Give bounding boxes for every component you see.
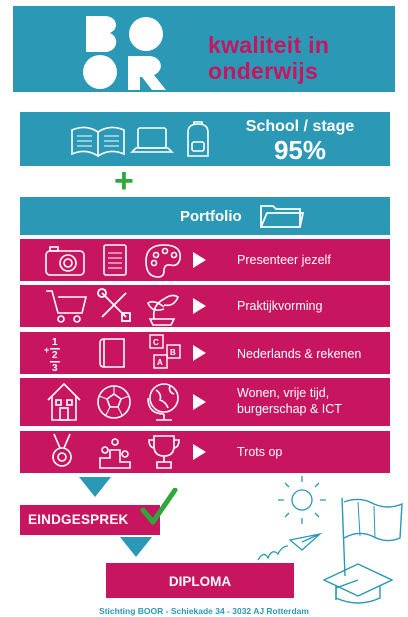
medal-icon [52,433,72,467]
fractions-icon: 1 2 3 + [44,337,60,373]
row-4-arrow-icon [193,394,206,410]
row-2-arrow-icon [193,298,206,314]
plant-icon [147,294,179,326]
portfolio-label: Portfolio [180,208,242,225]
trophy-icon [148,435,180,469]
svg-text:1: 1 [52,337,58,348]
decorations [257,476,403,604]
block-letters-icon: C AB [153,338,176,367]
svg-text:+: + [44,345,49,355]
letter-blocks-icon [149,334,181,369]
book-icon [99,338,125,368]
row-4-label-line-2: burgerschap & ICT [237,402,342,416]
row-2-label: Praktijkvorming [237,299,323,313]
row-5-icons [52,433,180,469]
row-1-icons [45,244,181,278]
open-book-icon [71,126,125,158]
tagline: kwaliteit in onderwijs [208,32,329,84]
palette-icon [145,244,181,278]
row-4-icons [47,382,179,421]
footer-address: Stichting BOOR - Schiekade 34 - 3032 AJ … [99,606,309,616]
laptop-icon [130,127,174,153]
row-5-label: Trots op [237,445,283,459]
globe-icon [147,383,179,421]
flag-icon [341,497,403,577]
row-3-icons: 1 2 3 + C AB [44,334,181,373]
paper-plane-icon [257,532,323,561]
svg-text:A: A [157,358,163,367]
row-3-label: Nederlands & rekenen [237,347,362,361]
eindgesprek-band [20,505,160,535]
eindgesprek-label: EINDGESPREK [28,512,129,527]
arrow-down-icon-2 [120,537,152,557]
camera-icon [45,246,85,276]
svg-text:B: B [170,348,176,357]
portfolio-band [20,197,390,235]
shopping-cart-icon [46,290,88,323]
row-4-label-line-1: Wonen, vrije tijd, [237,386,330,400]
svg-text:C: C [153,338,159,347]
row-5-arrow-icon [193,444,206,460]
backpack-icon [187,121,209,157]
graduation-cap-icon [322,563,394,604]
football-icon [97,385,131,419]
checkmark-icon [140,488,178,525]
sun-icon [278,476,326,524]
house-icon [47,382,81,421]
svg-text:2: 2 [52,350,58,361]
svg-text:3: 3 [52,363,58,373]
arrow-down-icon [79,477,111,497]
row-3-arrow-icon [193,345,206,361]
header-band [13,6,395,92]
podium-icon [99,438,131,469]
school-stage-label: School / stage [245,118,355,135]
row-1-label: Presenteer jezelf [237,253,331,267]
boor-logo [83,16,166,90]
school-icons [71,121,209,158]
tagline-line-1: kwaliteit in [208,32,330,58]
row-1-arrow-icon [193,252,206,268]
diploma-label: DIPLOMA [168,574,232,589]
diploma-band [106,563,294,598]
folder-icon [260,205,304,228]
school-stage-band [20,112,390,166]
notepad-icon [103,244,127,276]
row-2-icons [46,288,179,326]
tools-icon [97,288,131,322]
school-stage-percentage: 95% [273,135,327,165]
plus-icon: + [114,162,134,200]
tagline-line-2: onderwijs [208,58,319,84]
row-4-label: Wonen, vrije tijd, burgerschap & ICT [237,385,342,417]
